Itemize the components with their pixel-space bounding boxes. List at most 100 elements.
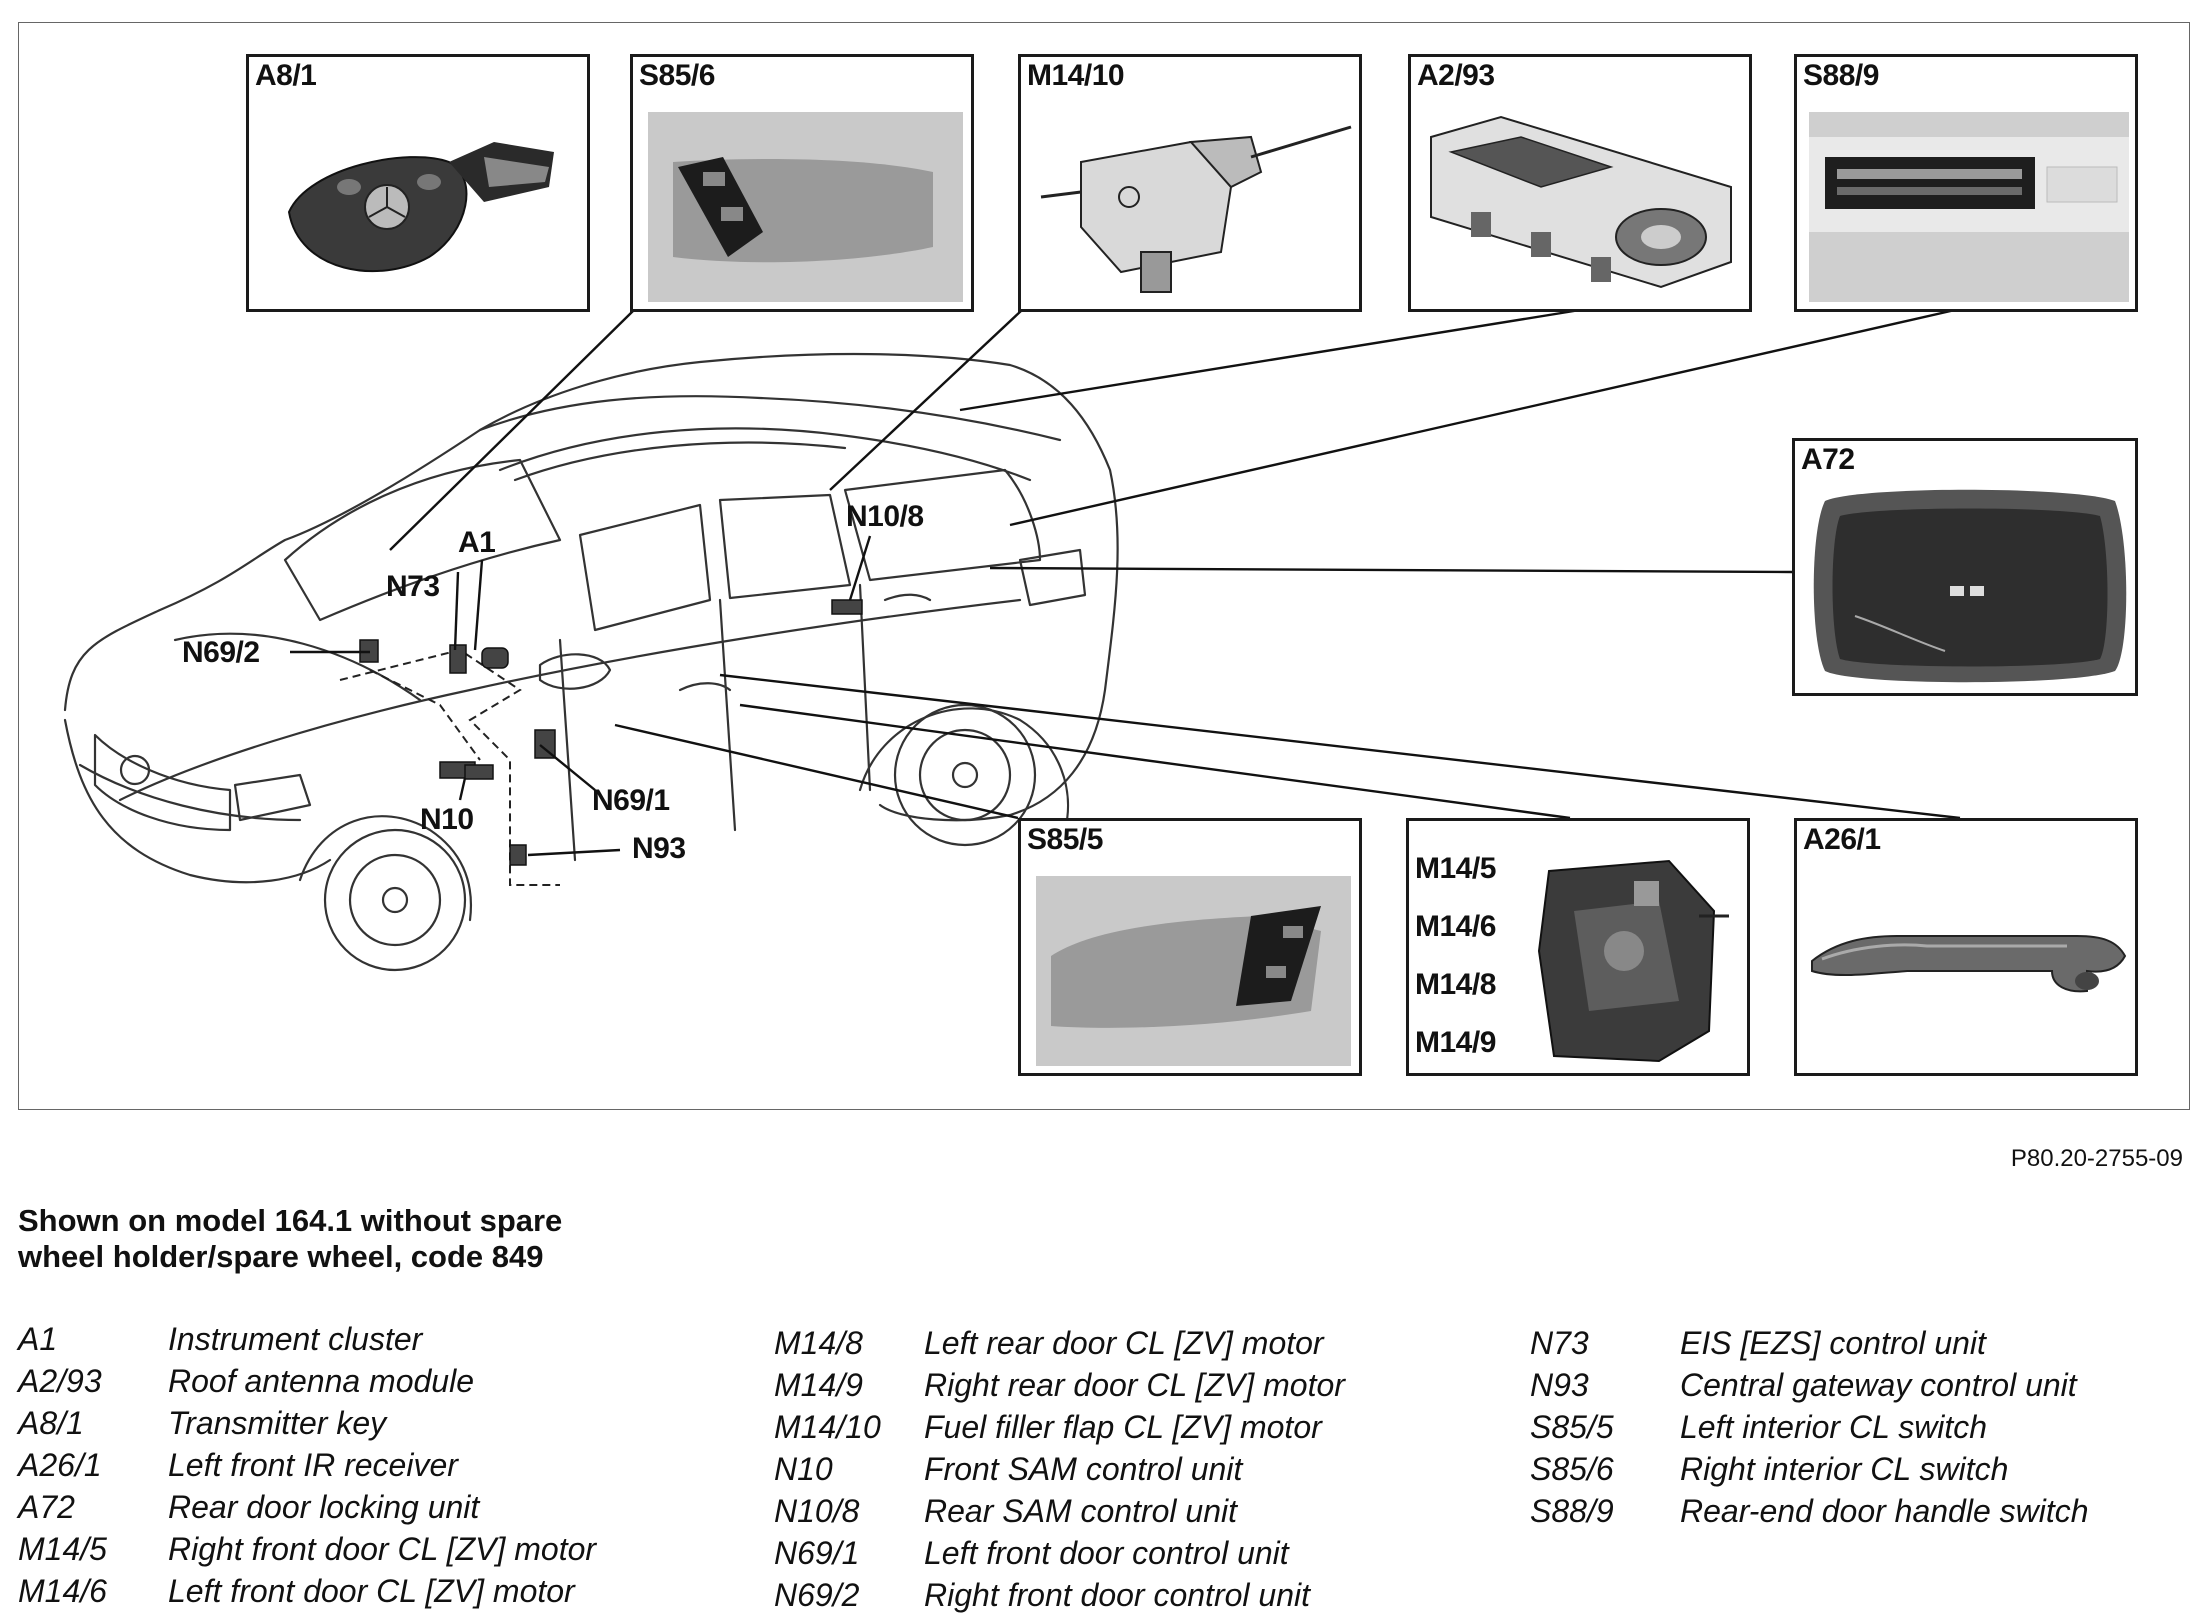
legend-desc: Right front door CL [ZV] motor [168,1531,597,1567]
panel-label: M14/10 [1027,59,1125,92]
left-interior-switch-image [1036,876,1351,1066]
callout-n69-1: N69/1 [592,784,670,817]
figure-code: P80.20-2755-09 [2010,1145,2183,1172]
legend-column-3: N73 EIS [EZS] control unit N93 Central gat… [1530,1322,2089,1532]
rear-door-locking-unit-image [1813,489,2127,683]
panel-a26-1: A26/1 [1794,818,2138,1076]
legend-desc: Left rear door CL [ZV] motor [924,1325,1324,1361]
legend-code: M14/9 [774,1367,863,1403]
panel-s88-9: S88/9 [1794,54,2138,312]
legend-code: M14/5 [18,1531,107,1567]
legend-desc: Rear-end door handle switch [1680,1493,2089,1529]
panel-a72: A72 [1792,438,2138,696]
panel-label-m14-8: M14/8 [1415,968,1496,1001]
door-handle-ir-receiver-image [1811,935,2127,993]
legend-code: A72 [18,1489,75,1525]
legend-desc: Front SAM control unit [924,1451,1243,1487]
legend-code: N10/8 [774,1493,860,1529]
legend-desc: Left front IR receiver [168,1447,458,1483]
panel-s85-5: S85/5 [1018,818,1362,1076]
legend-desc: Central gateway control unit [1680,1367,2077,1403]
legend-desc: Left front door control unit [924,1535,1289,1571]
panel-label-group: M14/5 M14/6 M14/8 M14/9 [1415,825,1496,1087]
legend-code: M14/6 [18,1573,107,1609]
legend-row: N10/8 Rear SAM control unit [774,1490,1345,1532]
legend-row: A8/1 Transmitter key [18,1402,596,1444]
legend-code: N69/1 [774,1535,860,1571]
legend-desc: Left front door CL [ZV] motor [168,1573,575,1609]
door-lock-motor-image [1537,859,1729,1063]
figure-caption: Shown on model 164.1 without spare wheel… [18,1203,562,1275]
rear-handle-switch-image [1809,112,2129,302]
legend-desc: EIS [EZS] control unit [1680,1325,1986,1361]
legend-desc: Rear SAM control unit [924,1493,1238,1529]
panel-a2-93: A2/93 [1408,54,1752,312]
vehicle-outline [63,352,1119,972]
legend-row: N93 Central gateway control unit [1530,1364,2089,1406]
callout-n69-2: N69/2 [182,636,260,669]
panel-label-m14-9: M14/9 [1415,1026,1496,1059]
legend-code: A2/93 [18,1363,102,1399]
callout-n10-8: N10/8 [846,500,924,533]
panel-m14-group: M14/5 M14/6 M14/8 M14/9 [1406,818,1750,1076]
legend-row: N69/1 Left front door control unit [774,1532,1345,1574]
panel-label-m14-5: M14/5 [1415,852,1496,885]
panel-label-m14-6: M14/6 [1415,910,1496,943]
legend-row: M14/8 Left rear door CL [ZV] motor [774,1322,1345,1364]
key-fob-image [287,142,554,273]
legend-code: M14/8 [774,1325,863,1361]
leader-lines [290,308,1961,857]
caption-line-2: wheel holder/spare wheel, code 849 [18,1239,544,1274]
panel-s85-6: S85/6 [630,54,974,312]
panel-a8-1: A8/1 [246,54,590,312]
legend-code: N73 [1530,1325,1589,1361]
legend-code: S85/5 [1530,1409,1614,1445]
legend-desc: Instrument cluster [168,1321,423,1357]
callout-n10: N10 [420,803,474,836]
legend-row: A72 Rear door locking unit [18,1486,596,1528]
legend-desc: Left interior CL switch [1680,1409,1988,1445]
legend-row: N73 EIS [EZS] control unit [1530,1322,2089,1364]
legend-code: A1 [18,1321,58,1357]
legend-code: S85/6 [1530,1451,1614,1487]
legend-row: M14/6 Left front door CL [ZV] motor [18,1570,596,1612]
legend-row: N69/2 Right front door control unit [774,1574,1345,1616]
legend-row: M14/5 Right front door CL [ZV] motor [18,1528,596,1570]
vehicle-diagram [63,308,1961,972]
legend-code: N69/2 [774,1577,860,1613]
legend-desc: Rear door locking unit [168,1489,480,1525]
legend-row: A1 Instrument cluster [18,1318,596,1360]
legend-code: A26/1 [18,1447,102,1483]
legend-desc: Right front door control unit [924,1577,1310,1613]
panel-label: A2/93 [1417,59,1495,92]
legend-code: A8/1 [18,1405,84,1441]
panel-label: S85/6 [639,59,715,92]
panel-m14-10: M14/10 [1018,54,1362,312]
legend-row: M14/9 Right rear door CL [ZV] motor [774,1364,1345,1406]
legend-row: S85/5 Left interior CL switch [1530,1406,2089,1448]
panel-label: S85/5 [1027,823,1103,856]
callout-n73: N73 [386,570,440,603]
legend-code: S88/9 [1530,1493,1614,1529]
legend-desc: Fuel filler flap CL [ZV] motor [924,1409,1322,1445]
legend-code: N93 [1530,1367,1589,1403]
legend-row: A2/93 Roof antenna module [18,1360,596,1402]
legend-code: N10 [774,1451,833,1487]
legend-column-1: A1 Instrument cluster A2/93 Roof antenna m… [18,1318,596,1612]
panel-label: A8/1 [255,59,317,92]
legend-row: A26/1 Left front IR receiver [18,1444,596,1486]
panel-label: A72 [1801,443,1855,476]
panel-label: S88/9 [1803,59,1879,92]
legend-row: S88/9 Rear-end door handle switch [1530,1490,2089,1532]
fuel-flap-motor-image [1040,125,1352,293]
callout-n93: N93 [632,832,686,865]
legend-desc: Roof antenna module [168,1363,474,1399]
caption-line-1: Shown on model 164.1 without spare [18,1203,563,1238]
legend-desc: Right rear door CL [ZV] motor [924,1367,1345,1403]
panel-label: A26/1 [1803,823,1881,856]
right-interior-switch-image [648,112,963,302]
legend-desc: Transmitter key [168,1405,387,1441]
legend-desc: Right interior CL switch [1680,1451,2009,1487]
